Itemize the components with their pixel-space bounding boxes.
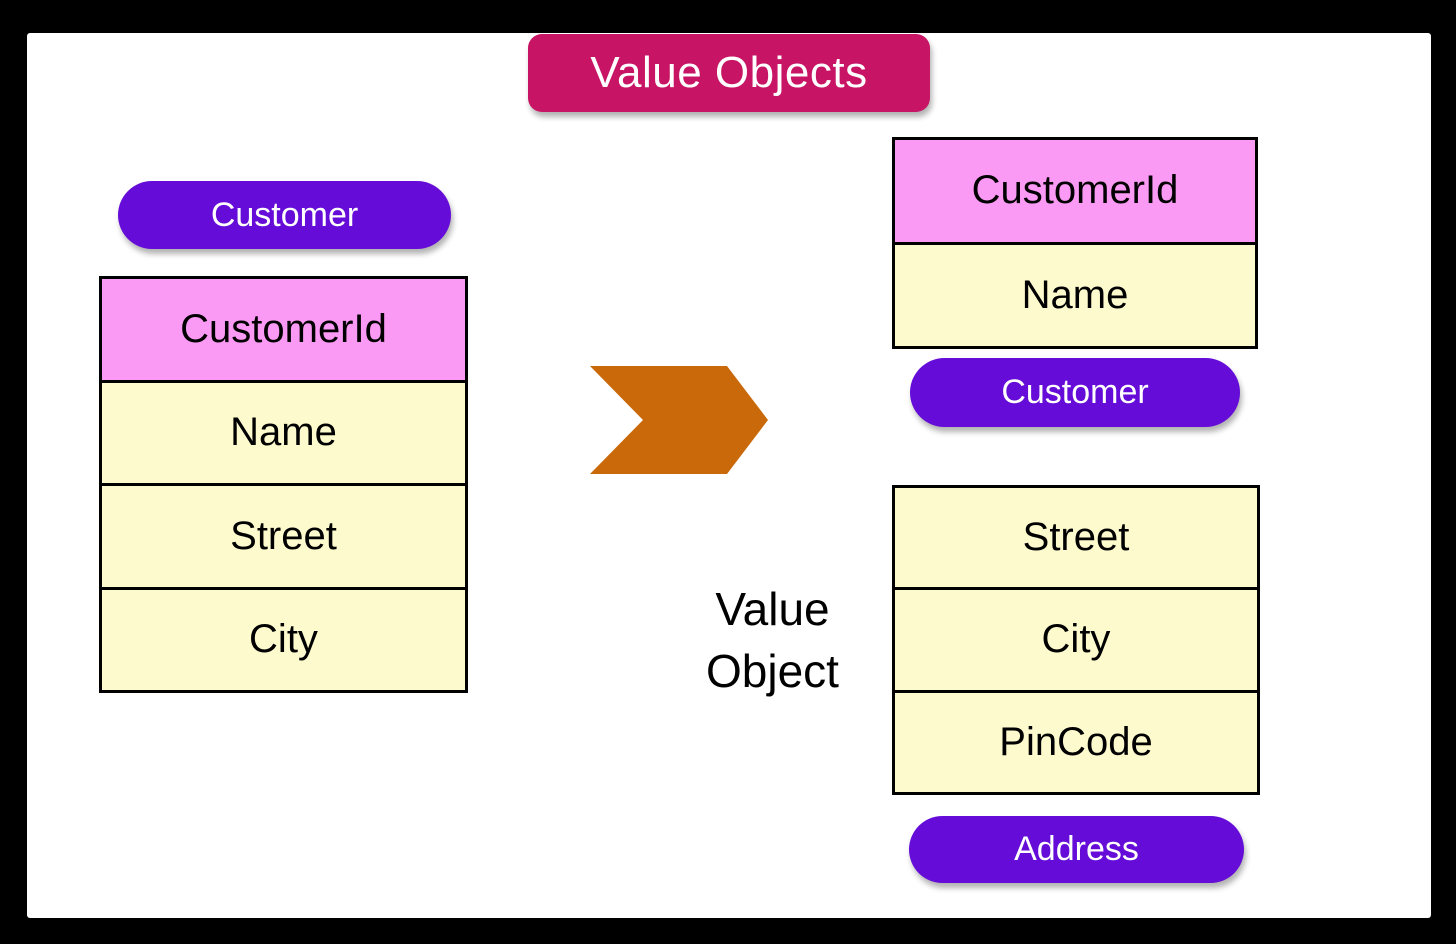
customer-entity-badge-label: Customer bbox=[210, 195, 359, 234]
table-row-city: City bbox=[895, 587, 1257, 690]
table-row-name: Name bbox=[895, 241, 1255, 346]
customer-entity-table: CustomerId Name Street City bbox=[99, 276, 468, 693]
title-label: Value Objects bbox=[590, 48, 868, 97]
title-badge: Value Objects bbox=[528, 34, 930, 112]
table-row-customerid: CustomerId bbox=[895, 140, 1255, 242]
chevron-right-arrow-icon bbox=[590, 366, 768, 474]
value-object-annotation-line1: Value bbox=[715, 583, 830, 635]
table-row-customerid: CustomerId bbox=[102, 279, 465, 380]
address-badge: Address bbox=[909, 816, 1244, 883]
address-value-object-table: Street City PinCode bbox=[892, 485, 1260, 795]
customer-result-badge: Customer bbox=[910, 358, 1240, 427]
customer-result-table: CustomerId Name bbox=[892, 137, 1258, 349]
value-object-annotation: Value Object bbox=[650, 578, 895, 702]
table-row-city: City bbox=[102, 586, 465, 690]
table-row-street: Street bbox=[895, 488, 1257, 588]
customer-result-badge-label: Customer bbox=[1001, 373, 1149, 411]
customer-entity-badge: Customer bbox=[118, 181, 451, 249]
table-row-street: Street bbox=[102, 483, 465, 587]
table-row-pincode: PinCode bbox=[895, 689, 1257, 792]
address-badge-label: Address bbox=[1014, 830, 1139, 868]
table-row-name: Name bbox=[102, 379, 465, 483]
value-object-annotation-line2: Object bbox=[706, 645, 839, 697]
